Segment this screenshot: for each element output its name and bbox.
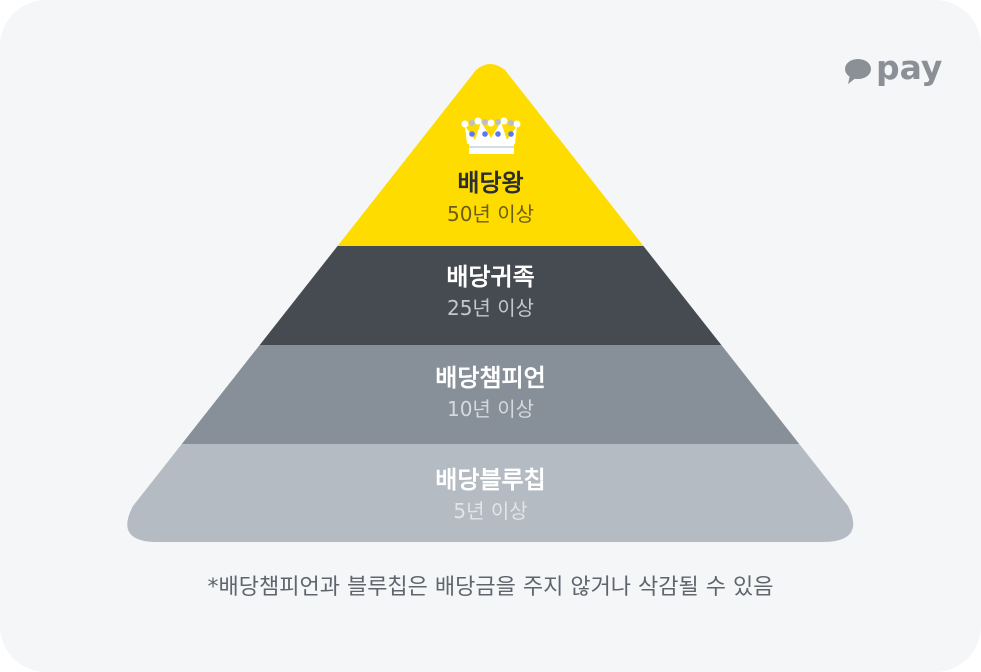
tier-subtitle: 50년 이상	[446, 202, 534, 226]
tier-title: 배당챔피언	[435, 364, 546, 392]
logo-text: pay	[876, 47, 943, 87]
kakaopay-logo: pay	[843, 51, 942, 86]
tier-champion-band	[127, 345, 854, 444]
tier-title: 배당왕	[457, 169, 524, 197]
tier-title: 배당귀족	[446, 263, 535, 291]
tier-title: 배당블루칩	[435, 466, 546, 494]
tier-champion: 배당챔피언 10년 이상	[0, 363, 981, 422]
tier-bluechip: 배당블루칩 5년 이상	[0, 465, 981, 524]
tier-subtitle: 25년 이상	[446, 296, 534, 320]
tier-aristocrat: 배당귀족 25년 이상	[0, 262, 981, 321]
speech-bubble-icon	[845, 59, 871, 84]
tier-subtitle: 5년 이상	[453, 499, 528, 523]
footnote: *배당챔피언과 블루칩은 배당금을 주지 않거나 삭감될 수 있음	[207, 575, 774, 600]
tier-subtitle: 10년 이상	[446, 397, 534, 421]
tier-bluechip-band	[127, 444, 854, 542]
crown-icon	[461, 117, 521, 154]
tier-king: 배당왕 50년 이상	[0, 168, 981, 227]
